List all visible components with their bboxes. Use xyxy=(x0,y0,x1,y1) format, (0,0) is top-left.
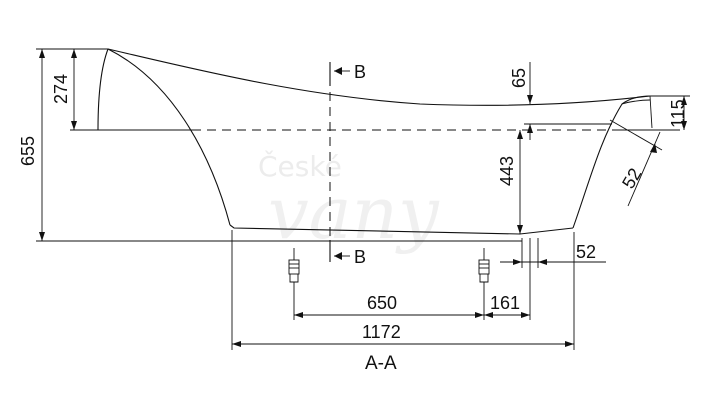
dim-443-arrow-top xyxy=(517,130,523,139)
dim-115-label: 115 xyxy=(668,99,688,128)
dim-274-arrow-bottom xyxy=(71,121,77,130)
dim-655-label: 655 xyxy=(18,136,38,166)
dim-65-arrow-bottom xyxy=(527,124,533,133)
dim-115-arrow-top xyxy=(681,96,687,105)
dim-52-diag-ext-a xyxy=(609,119,663,151)
dim-52-diag-arrow xyxy=(650,143,657,153)
dim-650-arrow-left xyxy=(294,312,303,318)
dim-650-arrow-right xyxy=(475,312,484,318)
dim-65-label: 65 xyxy=(509,68,529,88)
dim-52-bottom-label: 52 xyxy=(576,242,596,262)
right-rim-inner xyxy=(621,99,651,105)
dim-274-arrow-top xyxy=(71,49,77,58)
tub-bottom xyxy=(229,224,574,235)
dim-1172-arrow-right xyxy=(565,341,574,347)
dim-655-arrow-top xyxy=(39,49,45,58)
right-rim-thickness xyxy=(649,95,653,129)
dim-655-arrow-bottom xyxy=(39,232,45,241)
dim-115-arrow-bottom xyxy=(681,121,687,130)
dim-161-label: 161 xyxy=(490,293,520,313)
dim-650-label: 650 xyxy=(367,293,397,313)
left-foot xyxy=(288,248,300,283)
section-b-top-arrow xyxy=(334,67,342,75)
dim-65-arrow-top xyxy=(527,95,533,104)
section-title: A-A xyxy=(365,353,397,374)
tub-rim-curve xyxy=(107,48,651,106)
headrest-inner-edge xyxy=(97,48,109,131)
dim-52-diag-label: 52 xyxy=(618,165,645,192)
section-b-label-top: B xyxy=(354,62,366,82)
dim-161-arrow-left xyxy=(484,312,493,318)
right-foot xyxy=(478,248,490,283)
dim-161-arrow-right xyxy=(521,312,530,318)
dim-443-arrow-bottom xyxy=(517,225,523,234)
watermark-bottom: vany xyxy=(268,171,440,255)
dim-1172-label: 1172 xyxy=(362,322,401,342)
tub-right-wall xyxy=(572,95,651,229)
watermark-top: České xyxy=(258,149,342,183)
dim-52-bottom-arrow-b xyxy=(538,259,547,265)
dim-274-label: 274 xyxy=(51,74,71,104)
dim-52-bottom-arrow-a xyxy=(513,259,522,265)
dim-443-label: 443 xyxy=(497,156,517,186)
section-b-bottom-arrow xyxy=(334,252,342,260)
section-b-label-bottom: B xyxy=(354,247,366,267)
dim-1172-arrow-left xyxy=(232,341,241,347)
tub-left-wall xyxy=(107,48,231,226)
